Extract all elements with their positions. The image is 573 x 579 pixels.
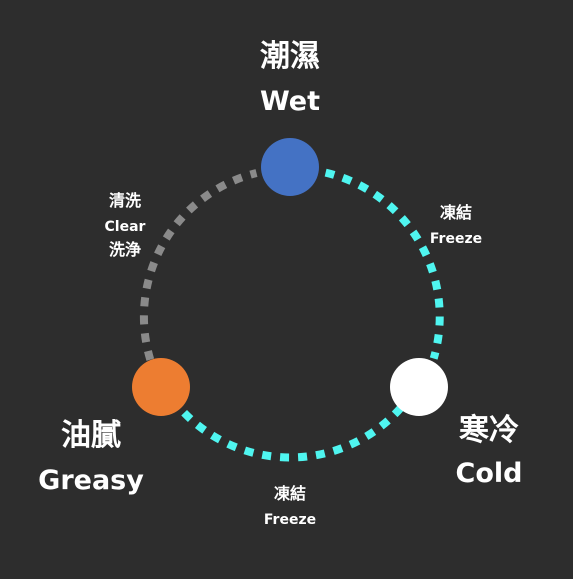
wet-label-en: Wet (260, 86, 320, 117)
freeze-link-cold-to-greasy (178, 405, 404, 462)
cold-label-cn: 寒冷 (459, 413, 519, 448)
cold-label-en: Cold (456, 458, 523, 489)
freeze-label-bottom-cn: 凍結 (274, 484, 306, 503)
freeze-label-bottom-en: Freeze (264, 512, 316, 528)
clean-link-greasy-to-wet (139, 169, 258, 361)
wet-node (261, 138, 319, 196)
greasy-node (132, 358, 190, 416)
greasy-label-en: Greasy (38, 465, 144, 496)
freeze-link-wet-to-cold (324, 168, 444, 360)
clean-label-en: Clear (105, 219, 146, 235)
clean-label-bottom-cn: 洗浄 (109, 240, 141, 259)
cold-node (390, 358, 448, 416)
freeze-label-right-cn: 凍結 (440, 203, 472, 222)
wet-label-cn: 潮濕 (260, 39, 320, 74)
freeze-label-right-en: Freeze (430, 231, 482, 247)
greasy-label-cn: 油膩 (61, 418, 121, 453)
clean-label-top-cn: 清洗 (109, 191, 141, 210)
